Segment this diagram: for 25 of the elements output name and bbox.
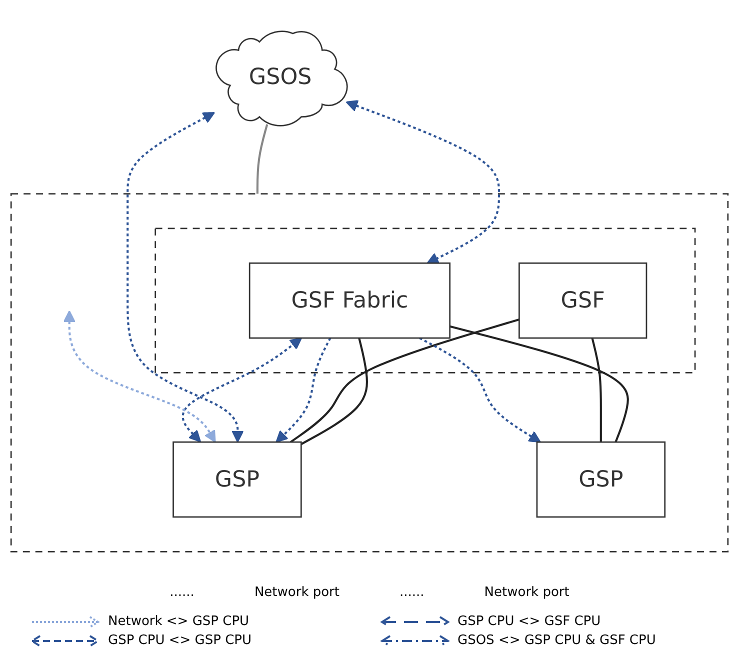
arrow xyxy=(182,337,302,442)
port-label: ...... xyxy=(400,585,424,600)
node-box: GSP xyxy=(536,441,666,518)
cluster xyxy=(154,228,696,374)
legend-text: GSP CPU <> GSF CPU xyxy=(458,614,601,629)
node-box: GSP xyxy=(172,441,302,518)
connector xyxy=(450,325,629,442)
connector xyxy=(290,318,520,443)
arrow xyxy=(276,338,332,443)
arrow xyxy=(63,310,216,443)
connector xyxy=(256,124,268,194)
port-label: Network port xyxy=(254,585,340,600)
arrow xyxy=(126,112,244,443)
legend-text: GSOS <> GSP CPU & GSF CPU xyxy=(458,633,656,648)
legend-text: GSP CPU <> GSP CPU xyxy=(108,633,252,648)
connector xyxy=(300,338,368,446)
arrow xyxy=(419,337,541,443)
node-box: GSF Fabric xyxy=(248,262,451,339)
port-label: Network port xyxy=(484,585,570,600)
connector xyxy=(591,338,602,442)
port-label: ...... xyxy=(170,585,194,600)
cluster xyxy=(10,193,729,552)
legend-text: Network <> GSP CPU xyxy=(108,614,250,629)
node-box: GSF xyxy=(518,262,648,339)
arrow xyxy=(346,100,500,264)
